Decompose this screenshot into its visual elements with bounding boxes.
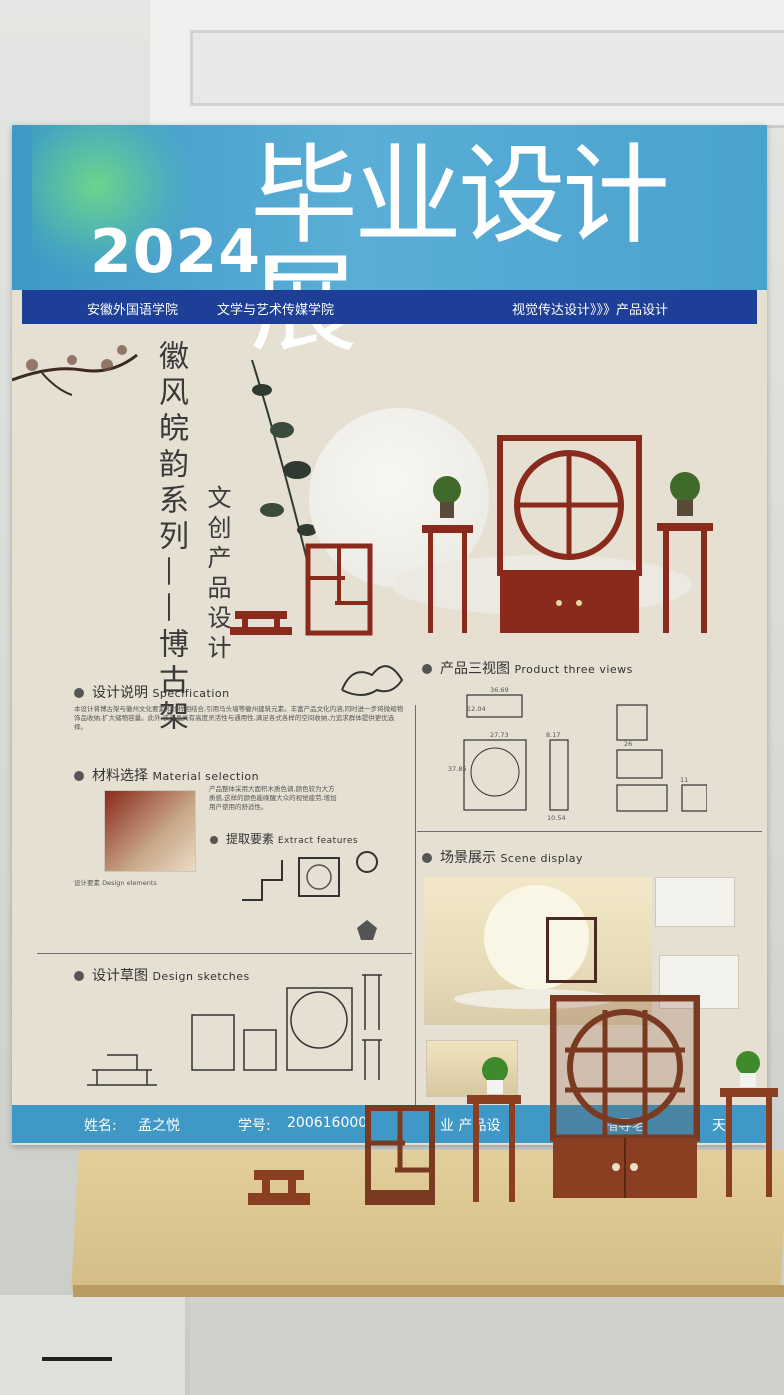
- plant-stand-left-render: [422, 476, 473, 633]
- bullet-icon: [74, 971, 84, 981]
- table-stand: [190, 1297, 784, 1395]
- column-divider: [415, 705, 416, 1105]
- cloud-pattern-icon: [341, 665, 404, 696]
- left-section-divider: [37, 953, 412, 954]
- student-id: 200616000: [287, 1115, 368, 1131]
- poster-board: 2024. 毕业设计展 安徽外国语学院 文学与艺术传媒学院 视觉传达设计》》》产…: [12, 125, 767, 1145]
- material-body: 产品整体采用大面积木质色调,颜色较为大方质感,这样的颜色能唤醒大众的视觉疲劳,增…: [209, 785, 337, 811]
- scene-moon: [484, 885, 589, 990]
- physical-large-bogu-shelf-model: [550, 995, 700, 1198]
- college-name: 文学与艺术传媒学院: [217, 303, 335, 318]
- bullet-icon: [74, 771, 84, 781]
- extracted-patterns-illustration: [242, 851, 378, 940]
- table-edge: [73, 1285, 784, 1297]
- poster-title: 毕业设计展: [250, 134, 670, 359]
- ink-branch-illustration: [12, 345, 138, 396]
- school-name: 安徽外国语学院: [87, 303, 179, 318]
- physical-small-shelf-model: [365, 1105, 435, 1205]
- poster-nav-bar: 安徽外国语学院 文学与艺术传媒学院 视觉传达设计》》》产品设计: [22, 290, 757, 324]
- dimension-small: 11: [680, 776, 689, 784]
- advisor-fragment: 天: [712, 1118, 726, 1134]
- major-list: 视觉传达设计》》》产品设计: [512, 303, 669, 318]
- section-material-title: 材料选择 Material selection: [74, 765, 259, 785]
- student-id-label: 学号:: [238, 1118, 271, 1134]
- section-scene-title: 场景展示 Scene display: [422, 847, 583, 867]
- cabinet-drawer: [0, 1295, 185, 1395]
- series-subtitle: 文创产品设计: [203, 485, 231, 665]
- section-extract-title: 提取要素 Extract features: [210, 830, 358, 847]
- scene-thumbnail-1: [655, 877, 735, 927]
- dimension-top: 12.04: [467, 705, 486, 713]
- poster-year: 2024.: [90, 217, 285, 287]
- plant-stand-right-render: [657, 472, 713, 633]
- dimension-front-width: 27.73: [490, 731, 509, 739]
- small-bogu-shelf-render: [305, 543, 373, 636]
- drawer-handle: [42, 1357, 112, 1361]
- eucalyptus-leaves-illustration: [251, 360, 317, 560]
- bullet-icon: [74, 688, 84, 698]
- student-name: 孟之悦: [138, 1118, 180, 1134]
- bullet-icon: [422, 853, 432, 863]
- large-bogu-shelf-render: [497, 435, 642, 633]
- section-sketches-title: 设计草图 Design sketches: [74, 965, 250, 985]
- physical-mini-stand-model: [248, 1170, 310, 1205]
- scene-platform: [454, 989, 614, 1009]
- mini-stand-render: [230, 611, 292, 635]
- section-elements-title: 设计要素 Design elements: [74, 879, 157, 887]
- three-views-drawing: [463, 694, 707, 812]
- physical-plant-stand-left-model: [467, 1057, 521, 1202]
- right-section-divider: [417, 831, 762, 832]
- section-three-views-title: 产品三视图 Product three views: [422, 658, 633, 678]
- dimension-width: 36.69: [490, 686, 509, 694]
- bullet-icon: [422, 664, 432, 674]
- dimension-stand-width: 26: [624, 740, 633, 748]
- window-frame: [150, 0, 784, 128]
- physical-plant-stand-right-model: [720, 1051, 778, 1197]
- major-fragment: 业 产品设: [440, 1118, 501, 1134]
- bullet-icon: [210, 835, 218, 844]
- light-glare: [32, 125, 192, 275]
- design-sketches-illustration: [87, 974, 382, 1086]
- name-label: 姓名:: [84, 1118, 117, 1134]
- series-title: 徽风皖韵系列——博古架: [153, 340, 188, 736]
- section-specification-title: 设计说明 Specification: [74, 682, 230, 702]
- dimension-height: 37.85: [448, 765, 467, 773]
- dimension-depth: 8.17: [546, 731, 561, 739]
- dimension-base: 10.54: [547, 814, 566, 822]
- scene-shelf: [546, 917, 597, 983]
- material-wood-photo: [104, 790, 196, 872]
- specification-body: 本设计将博古架与徽州文化要素和纹样相结合,引用马头墙等徽州建筑元素。丰富产品文化…: [74, 705, 404, 731]
